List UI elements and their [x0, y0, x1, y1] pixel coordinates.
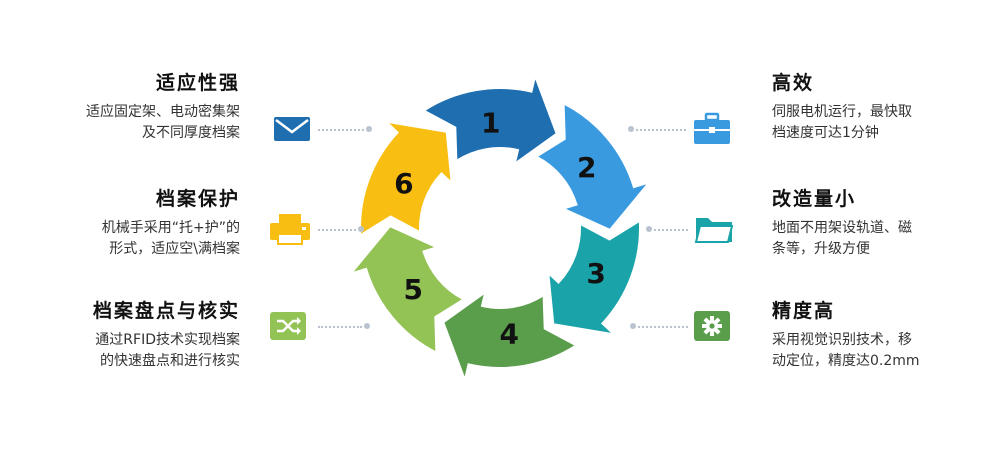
envelope-icon: [272, 114, 312, 144]
cycle-segment-2: [534, 101, 653, 232]
connector-dot: [364, 323, 370, 329]
feature-title: 改造量小: [772, 188, 857, 210]
feature-desc: 采用视觉识别技术，移 动定位，精度达0.2mm: [772, 332, 920, 369]
connector-dot: [358, 226, 364, 232]
folder-icon: [694, 212, 734, 243]
feature-title: 档案保护: [155, 188, 240, 210]
cycle-segment-number: 6: [394, 167, 413, 200]
cycle-segment-4: [442, 289, 579, 384]
feature-low-retrofit: 改造量小 地面不用架设轨道、磁 条等，升级方便: [772, 186, 972, 260]
connector-dot: [646, 226, 652, 232]
connector-line: [638, 326, 688, 328]
cycle-segment-6: [359, 120, 453, 238]
connector-dot: [366, 126, 372, 132]
feature-title: 精度高: [772, 300, 836, 322]
feature-adaptability: 适应性强 适应固定架、电动密集架 及不同厚度档案: [40, 70, 240, 144]
cycle-segment-3: [547, 218, 641, 336]
feature-precision: 精度高 采用视觉识别技术，移 动定位，精度达0.2mm: [772, 298, 972, 372]
shuffle-icon: [268, 310, 308, 340]
connector-line: [636, 129, 686, 131]
connector-line: [318, 129, 364, 131]
cycle-segment-number: 3: [586, 257, 605, 290]
feature-protection: 档案保护 机械手采用“托+护”的 形式，适应空\满档案: [40, 186, 240, 260]
cycle-segment-number: 1: [481, 106, 500, 139]
cycle-segment-5: [347, 224, 466, 355]
connector-line: [318, 229, 356, 231]
feature-inventory: 档案盘点与核实 通过RFID技术实现档案 的快速盘点和进行核实: [40, 298, 240, 372]
feature-title: 档案盘点与核实: [92, 300, 240, 322]
feature-desc: 地面不用架设轨道、磁 条等，升级方便: [772, 220, 912, 257]
connector-line: [318, 326, 362, 328]
cycle-segment-number: 4: [499, 318, 518, 351]
cycle-segment-number: 5: [403, 273, 422, 306]
feature-title: 高效: [772, 72, 815, 94]
feature-title: 适应性强: [155, 72, 240, 94]
feature-desc: 伺服电机运行，最快取 档速度可达1分钟: [772, 104, 912, 141]
feature-desc: 适应固定架、电动密集架 及不同厚度档案: [86, 104, 240, 141]
gear-icon: [692, 309, 732, 341]
cycle-segment-1: [421, 72, 558, 167]
cycle-segment-number: 2: [577, 151, 596, 184]
feature-desc: 通过RFID技术实现档案 的快速盘点和进行核实: [95, 332, 240, 369]
feature-efficiency: 高效 伺服电机运行，最快取 档速度可达1分钟: [772, 70, 972, 144]
printer-icon: [268, 213, 310, 245]
feature-desc: 机械手采用“托+护”的 形式，适应空\满档案: [101, 220, 240, 257]
briefcase-icon: [692, 112, 732, 144]
connector-line: [654, 229, 688, 231]
connector-dot: [628, 126, 634, 132]
connector-dot: [630, 323, 636, 329]
